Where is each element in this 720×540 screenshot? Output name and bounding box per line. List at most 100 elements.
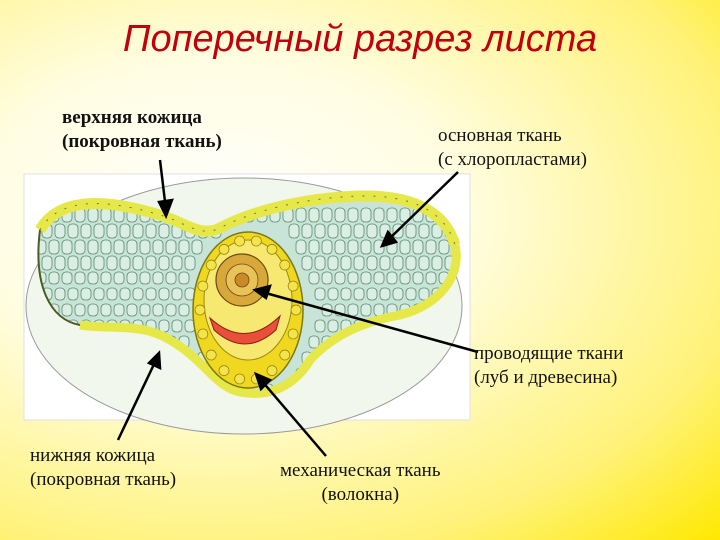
bundle-sheath-cell <box>267 244 277 254</box>
label-lower-epidermis: нижняя кожица (покровная ткань) <box>30 444 176 492</box>
mesophyll-cell <box>101 240 111 254</box>
bundle-sheath-cell <box>288 329 298 339</box>
mesophyll-cell <box>393 256 403 270</box>
mesophyll-cell <box>315 224 325 238</box>
mesophyll-cell <box>315 256 325 270</box>
mesophyll-cell <box>153 240 163 254</box>
mesophyll-cell <box>127 304 137 316</box>
bundle-sheath-cell <box>198 281 208 291</box>
mesophyll-cell <box>62 272 72 284</box>
bundle-sheath-cell <box>288 281 298 291</box>
mesophyll-cell <box>101 304 111 316</box>
mesophyll-cell <box>367 224 377 238</box>
mesophyll-cell <box>114 304 124 316</box>
mesophyll-cell <box>354 288 364 300</box>
label-upper-epidermis: верхняя кожица (покровная ткань) <box>62 106 222 154</box>
mesophyll-cell <box>101 272 111 284</box>
mesophyll-cell <box>172 320 182 332</box>
label-lower-epidermis-line2: (покровная ткань) <box>30 468 176 492</box>
mesophyll-cell <box>159 224 169 238</box>
label-mechanical-tissue-line1: механическая ткань <box>280 459 441 483</box>
mesophyll-cell <box>471 256 481 270</box>
mesophyll-cell <box>42 256 52 270</box>
mesophyll-cell <box>81 224 91 238</box>
mesophyll-cell <box>153 272 163 284</box>
mesophyll-cell <box>322 240 332 254</box>
mesophyll-cell <box>419 256 429 270</box>
mesophyll-cell <box>166 240 176 254</box>
mesophyll-cell <box>302 256 312 270</box>
mesophyll-cell <box>419 224 429 238</box>
mesophyll-cell <box>361 240 371 254</box>
mesophyll-cell <box>348 272 358 284</box>
mesophyll-cell <box>159 320 169 332</box>
mesophyll-cell <box>309 240 319 254</box>
mesophyll-cell <box>146 256 156 270</box>
mesophyll-cell <box>328 256 338 270</box>
mesophyll-cell <box>146 288 156 300</box>
mesophyll-cell <box>426 272 436 284</box>
mesophyll-cell <box>62 304 72 316</box>
mesophyll-cell <box>309 336 319 348</box>
mesophyll-cell <box>94 224 104 238</box>
label-ground-tissue: основная ткань (с хлоропластами) <box>438 124 587 172</box>
mesophyll-cell <box>68 224 78 238</box>
label-vascular-tissue-line1: проводящие ткани <box>474 342 623 366</box>
mesophyll-cell <box>471 320 481 332</box>
mesophyll-cell <box>88 240 98 254</box>
mesophyll-cell <box>146 224 156 238</box>
label-mechanical-tissue: механическая ткань (волокна) <box>280 459 441 507</box>
mesophyll-cell <box>166 272 176 284</box>
label-upper-epidermis-line1: верхняя кожица <box>62 106 222 130</box>
mesophyll-cell <box>114 240 124 254</box>
bundle-sheath-cell <box>206 350 216 360</box>
mesophyll-cell <box>120 288 130 300</box>
bundle-sheath-cell <box>267 366 277 376</box>
mesophyll-cell <box>315 320 325 332</box>
mesophyll-cell <box>380 288 390 300</box>
mesophyll-cell <box>315 288 325 300</box>
mesophyll-cell <box>400 272 410 284</box>
mesophyll-cell <box>302 224 312 238</box>
mesophyll-cell <box>120 224 130 238</box>
mesophyll-cell <box>471 288 481 300</box>
mesophyll-cell <box>413 240 423 254</box>
mesophyll-cell <box>374 272 384 284</box>
mesophyll-cell <box>127 240 137 254</box>
mesophyll-cell <box>88 272 98 284</box>
bundle-sheath-cell <box>235 374 245 384</box>
mesophyll-cell <box>374 208 384 222</box>
bundle-sheath-cell <box>195 305 205 315</box>
label-lower-epidermis-line1: нижняя кожица <box>30 444 176 468</box>
mesophyll-cell <box>172 256 182 270</box>
mesophyll-cell <box>341 288 351 300</box>
mesophyll-cell <box>393 288 403 300</box>
mesophyll-cell <box>361 272 371 284</box>
label-upper-epidermis-line2: (покровная ткань) <box>62 130 222 154</box>
mesophyll-cell <box>328 224 338 238</box>
mesophyll-cell <box>94 288 104 300</box>
mesophyll-cell <box>426 240 436 254</box>
mesophyll-cell <box>354 224 364 238</box>
mesophyll-cell <box>120 256 130 270</box>
mesophyll-cell <box>328 320 338 332</box>
bundle-sheath-cell <box>280 350 290 360</box>
mesophyll-cell <box>289 224 299 238</box>
mesophyll-cell <box>75 240 85 254</box>
mesophyll-cell <box>172 288 182 300</box>
mesophyll-cell <box>348 208 358 222</box>
bundle-sheath-cell <box>251 236 261 246</box>
bundle-sheath-cell <box>235 236 245 246</box>
label-ground-tissue-line1: основная ткань <box>438 124 587 148</box>
mesophyll-cell <box>335 240 345 254</box>
label-vascular-tissue-line2: (луб и древесина) <box>474 366 623 390</box>
mesophyll-cell <box>140 304 150 316</box>
mesophyll-cell <box>348 304 358 316</box>
mesophyll-cell <box>114 272 124 284</box>
mesophyll-cell <box>68 288 78 300</box>
bundle-sheath-cell <box>206 260 216 270</box>
mesophyll-cell <box>133 224 143 238</box>
mesophyll-cell <box>179 240 189 254</box>
mesophyll-cell <box>322 272 332 284</box>
mesophyll-cell <box>192 240 202 254</box>
